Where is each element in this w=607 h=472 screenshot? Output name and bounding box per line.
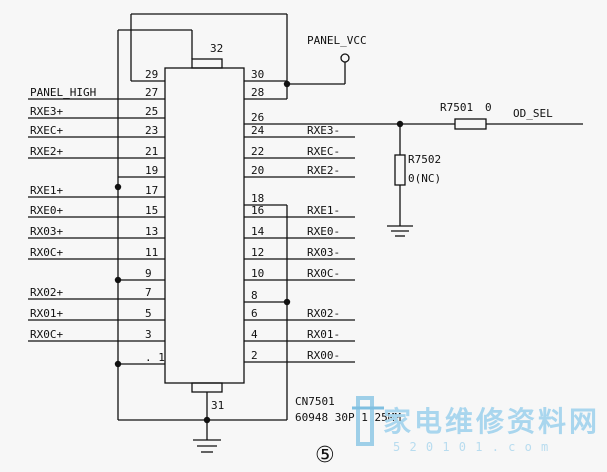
wires bbox=[117, 13, 583, 440]
r7501-refdes: R7501 bbox=[440, 101, 473, 114]
pin-number: 28 bbox=[251, 86, 264, 99]
junction-dot bbox=[203, 416, 211, 424]
r7502-resistor bbox=[394, 154, 406, 186]
watermark-char: 维 bbox=[445, 405, 473, 438]
pin-number: 15 bbox=[145, 204, 158, 217]
pin-number: 23 bbox=[145, 124, 158, 137]
ground-icon bbox=[387, 225, 413, 237]
pin-32-number: 32 bbox=[210, 42, 223, 55]
connector-part-number: 60948 30P 1.25MM bbox=[295, 411, 401, 424]
figure-circle-number: ⑤ bbox=[315, 443, 335, 468]
connector-body bbox=[164, 67, 245, 384]
signal-label: RX02- bbox=[307, 307, 340, 320]
watermark-logo-icon bbox=[352, 396, 384, 446]
pin-number: 30 bbox=[251, 68, 264, 81]
r7501-resistor bbox=[454, 118, 487, 130]
signal-label: RXEC+ bbox=[30, 124, 63, 137]
pin-31-number: 31 bbox=[211, 399, 224, 412]
pin-number: 21 bbox=[145, 145, 158, 158]
pin-number: 19 bbox=[145, 164, 158, 177]
pin-number: 17 bbox=[145, 184, 158, 197]
watermark-char: 家 bbox=[383, 405, 411, 438]
signal-label: RXE1- bbox=[307, 204, 340, 217]
junction-dot bbox=[283, 298, 291, 306]
junction-dot bbox=[396, 120, 404, 128]
pin-number: 27 bbox=[145, 86, 158, 99]
right-pin-group: 302826RXE3-24RXEC-22RXE2-2018RXE1-16RXE0… bbox=[244, 68, 355, 363]
connector-refdes: CN7501 bbox=[295, 395, 335, 408]
signal-label: RXE1+ bbox=[30, 184, 63, 197]
junctions bbox=[114, 80, 404, 424]
signal-label: RXE2- bbox=[307, 164, 340, 177]
signal-label: RXE2+ bbox=[30, 145, 63, 158]
watermark-text: 家电维修资料网 bbox=[383, 405, 597, 438]
junction-dot bbox=[114, 183, 122, 191]
signal-label: RXE3- bbox=[307, 124, 340, 137]
signal-label: PANEL_HIGH bbox=[30, 86, 96, 99]
signal-label: RX03+ bbox=[30, 225, 63, 238]
signal-label: RXE0- bbox=[307, 225, 340, 238]
connector-top-tab bbox=[191, 58, 223, 69]
signal-label: RX0C+ bbox=[30, 328, 63, 341]
watermark-char: 电 bbox=[414, 405, 442, 438]
connector-bottom-tab bbox=[191, 382, 223, 393]
signal-label: RX0C- bbox=[307, 267, 340, 280]
signal-label: RX00- bbox=[307, 349, 340, 362]
signal-label: RX0C+ bbox=[30, 246, 63, 259]
signal-label: RX03- bbox=[307, 246, 340, 259]
pin-number: 7 bbox=[145, 286, 152, 299]
od-sel-label: OD_SEL bbox=[513, 107, 553, 120]
vcc-terminal-icon bbox=[340, 53, 350, 63]
left-pin-group: 2927PANEL_HIGH25RXE3+23RXEC+21RXE2+1917R… bbox=[28, 68, 165, 365]
pin-number: 4 bbox=[251, 328, 258, 341]
pin-number: 22 bbox=[251, 145, 264, 158]
pin-number: 11 bbox=[145, 246, 158, 259]
pin-number: 24 bbox=[251, 124, 265, 137]
pin-number: 18 bbox=[251, 192, 264, 205]
pin-number: 26 bbox=[251, 111, 264, 124]
pin-number: 5 bbox=[145, 307, 152, 320]
pin-number: 29 bbox=[145, 68, 158, 81]
r7501-value: 0 bbox=[485, 101, 492, 114]
junction-dot bbox=[114, 360, 122, 368]
pin-number: 10 bbox=[251, 267, 264, 280]
pin-number: 16 bbox=[251, 204, 264, 217]
pin-number: 12 bbox=[251, 246, 264, 259]
ground-icon bbox=[193, 439, 221, 453]
pin-number: 13 bbox=[145, 225, 158, 238]
signal-label: RXE3+ bbox=[30, 105, 63, 118]
pin-number: . 1 bbox=[145, 351, 165, 364]
pin-number: 14 bbox=[251, 225, 265, 238]
pin-number: 9 bbox=[145, 267, 152, 280]
signal-label: RX01+ bbox=[30, 307, 63, 320]
pin-number: 6 bbox=[251, 307, 258, 320]
signal-label: RXE0+ bbox=[30, 204, 63, 217]
pin-number: 25 bbox=[145, 105, 158, 118]
watermark-char: 修 bbox=[475, 405, 505, 438]
watermark-char: 网 bbox=[569, 405, 597, 438]
signal-label: RX02+ bbox=[30, 286, 63, 299]
signal-label: RX01- bbox=[307, 328, 340, 341]
junction-dot bbox=[114, 276, 122, 284]
r7502-value: 0(NC) bbox=[408, 172, 441, 185]
panel-vcc-label: PANEL_VCC bbox=[307, 34, 367, 47]
pin-number: 20 bbox=[251, 164, 264, 177]
pin-number: 8 bbox=[251, 289, 258, 302]
watermark-char: 资 bbox=[507, 405, 535, 438]
watermark-char: 料 bbox=[538, 405, 566, 438]
signal-label: RXEC- bbox=[307, 145, 340, 158]
junction-dot bbox=[283, 80, 291, 88]
watermark-url: 5 2 0 1 0 1 . c o m bbox=[393, 440, 549, 454]
pin-number: 2 bbox=[251, 349, 258, 362]
pin-number: 3 bbox=[145, 328, 152, 341]
r7502-refdes: R7502 bbox=[408, 153, 441, 166]
